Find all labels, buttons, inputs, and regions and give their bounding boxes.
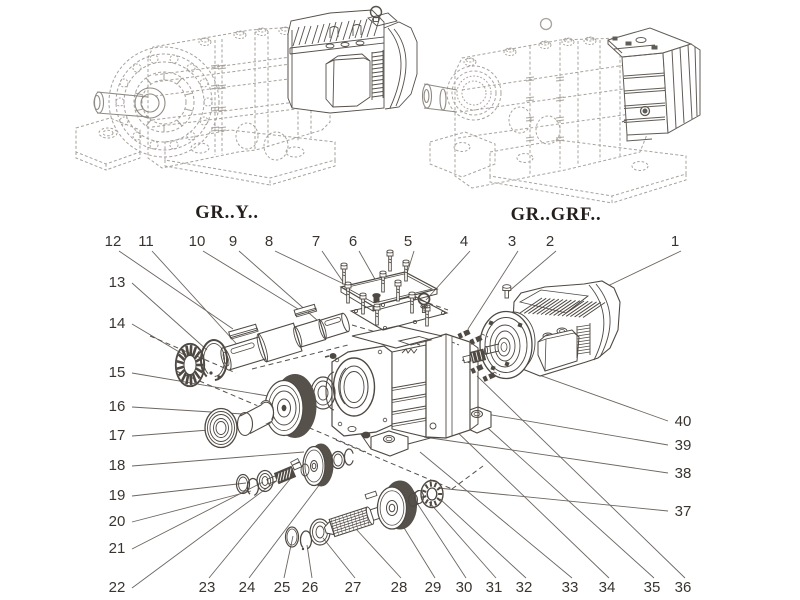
svg-text:22: 22 (109, 579, 126, 596)
svg-text:6: 6 (349, 233, 357, 250)
svg-text:11: 11 (138, 233, 154, 250)
svg-text:35: 35 (644, 579, 661, 596)
svg-text:8: 8 (265, 233, 273, 250)
svg-text:24: 24 (239, 579, 256, 596)
svg-text:16: 16 (109, 398, 126, 415)
svg-text:37: 37 (675, 503, 692, 520)
svg-text:10: 10 (189, 233, 206, 250)
svg-text:32: 32 (516, 579, 533, 596)
svg-text:1: 1 (671, 233, 679, 250)
svg-text:12: 12 (105, 233, 122, 250)
svg-text:39: 39 (675, 437, 692, 454)
svg-text:13: 13 (109, 274, 126, 291)
svg-text:21: 21 (109, 540, 126, 557)
svg-text:19: 19 (109, 487, 126, 504)
svg-text:7: 7 (312, 233, 320, 250)
svg-text:38: 38 (675, 465, 692, 482)
svg-text:31: 31 (486, 579, 503, 596)
svg-text:20: 20 (109, 513, 126, 530)
svg-text:33: 33 (562, 579, 579, 596)
svg-text:27: 27 (345, 579, 362, 596)
svg-text:14: 14 (109, 315, 126, 332)
svg-text:23: 23 (199, 579, 216, 596)
svg-text:29: 29 (425, 579, 442, 596)
svg-text:3: 3 (508, 233, 516, 250)
svg-text:GR..GRF..: GR..GRF.. (511, 205, 602, 225)
svg-text:18: 18 (109, 457, 126, 474)
svg-text:15: 15 (109, 364, 126, 381)
svg-text:25: 25 (274, 579, 291, 596)
svg-text:2: 2 (546, 233, 554, 250)
svg-text:40: 40 (675, 413, 692, 430)
svg-text:28: 28 (391, 579, 408, 596)
svg-text:17: 17 (109, 427, 126, 444)
svg-text:34: 34 (599, 579, 616, 596)
svg-text:4: 4 (460, 233, 468, 250)
svg-text:26: 26 (302, 579, 319, 596)
svg-text:5: 5 (404, 233, 412, 250)
svg-text:GR..Y..: GR..Y.. (195, 203, 259, 223)
svg-text:36: 36 (675, 579, 692, 596)
svg-text:9: 9 (229, 233, 237, 250)
svg-text:30: 30 (456, 579, 473, 596)
